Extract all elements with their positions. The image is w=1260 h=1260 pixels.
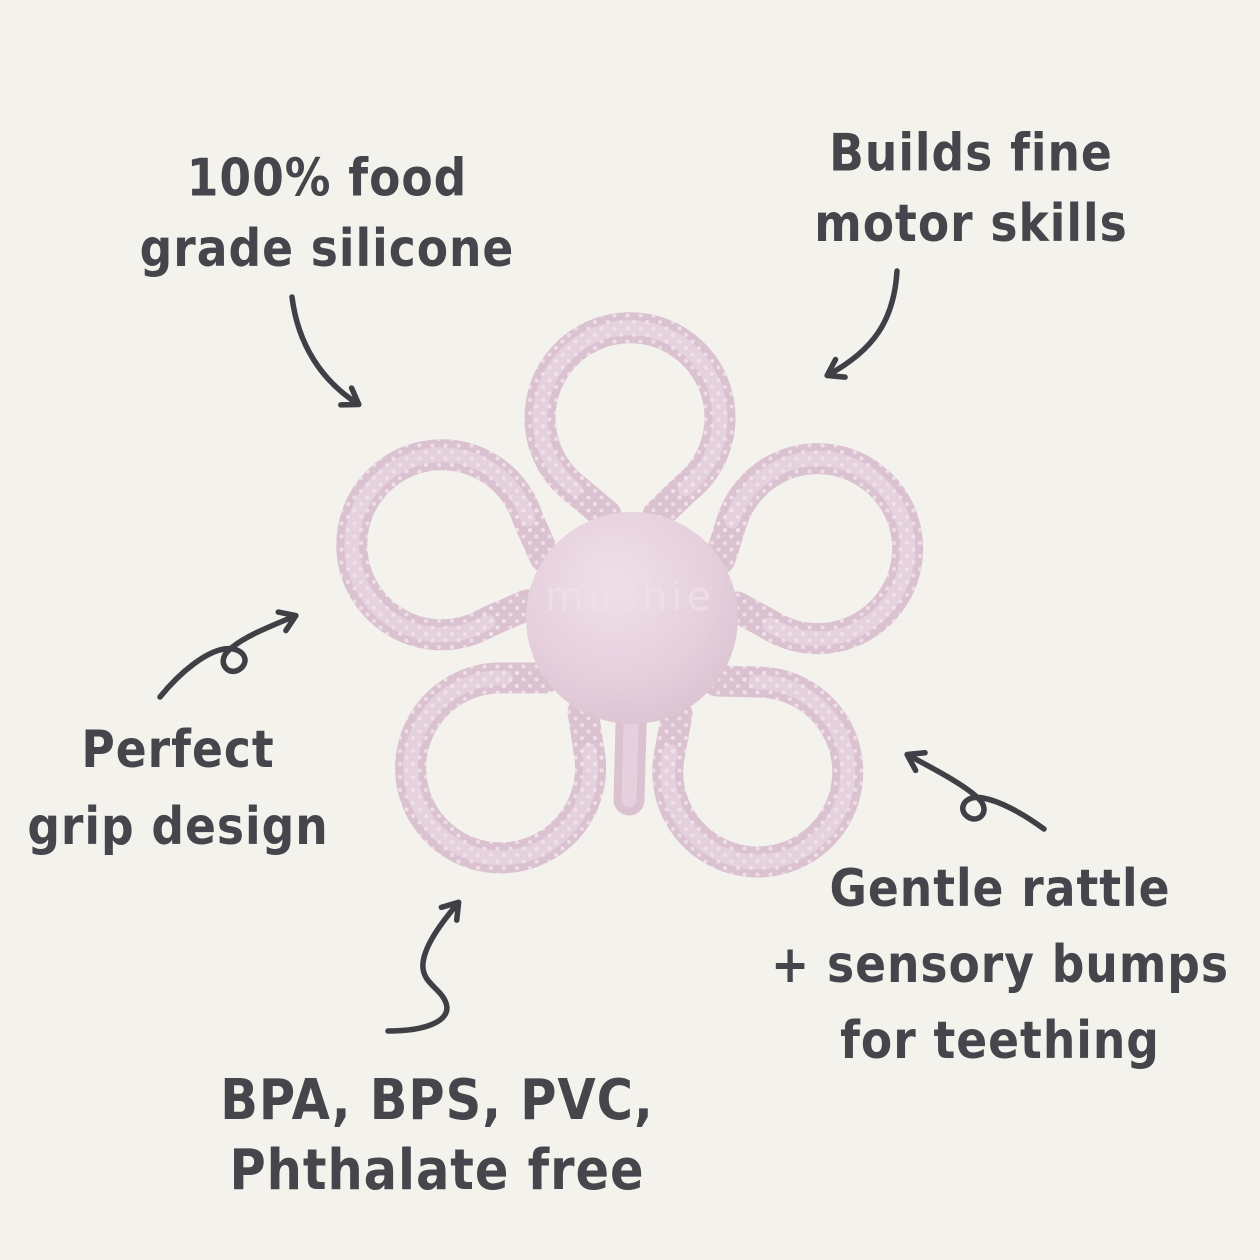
- annotation-rattle-sensory: Gentle rattle + sensory bumps for teethi…: [765, 851, 1234, 1079]
- arrow-motor-skills: [824, 268, 900, 380]
- annotation-line: Phthalate free: [229, 1138, 645, 1204]
- arrow-chemical-free: [385, 899, 462, 1034]
- annotation-line: Gentle rattle: [829, 858, 1171, 920]
- annotation-line: for teething: [840, 1010, 1160, 1072]
- annotation-line: Perfect: [81, 719, 275, 781]
- arrow-rattle-sensory: [904, 750, 1047, 832]
- arrow-grip-design: [157, 609, 299, 700]
- brand-mark: mushie: [545, 574, 715, 620]
- annotation-line: motor skills: [814, 193, 1128, 255]
- annotation-chemical-free: BPA, BPS, PVC, Phthalate free: [204, 1066, 670, 1207]
- sensory-bumps-texture: [336, 312, 924, 878]
- annotation-grip-design: Perfect grip design: [5, 712, 350, 866]
- annotation-line: BPA, BPS, PVC,: [220, 1068, 654, 1134]
- annotation-line: grip design: [27, 796, 329, 858]
- annotation-line: 100% food: [186, 148, 468, 209]
- annotation-line: Builds fine: [829, 123, 1113, 184]
- annotation-line: + sensory bumps: [770, 934, 1230, 996]
- annotation-arrows: [157, 268, 1047, 1034]
- petal-rings: [336, 312, 924, 878]
- annotation-motor-skills: Builds fine motor skills: [758, 119, 1185, 260]
- annotation-line: grade silicone: [139, 218, 515, 280]
- arrow-food-grade: [289, 294, 362, 408]
- rattle-ball: [526, 512, 738, 724]
- annotation-food-grade-silicone: 100% food grade silicone: [114, 144, 541, 285]
